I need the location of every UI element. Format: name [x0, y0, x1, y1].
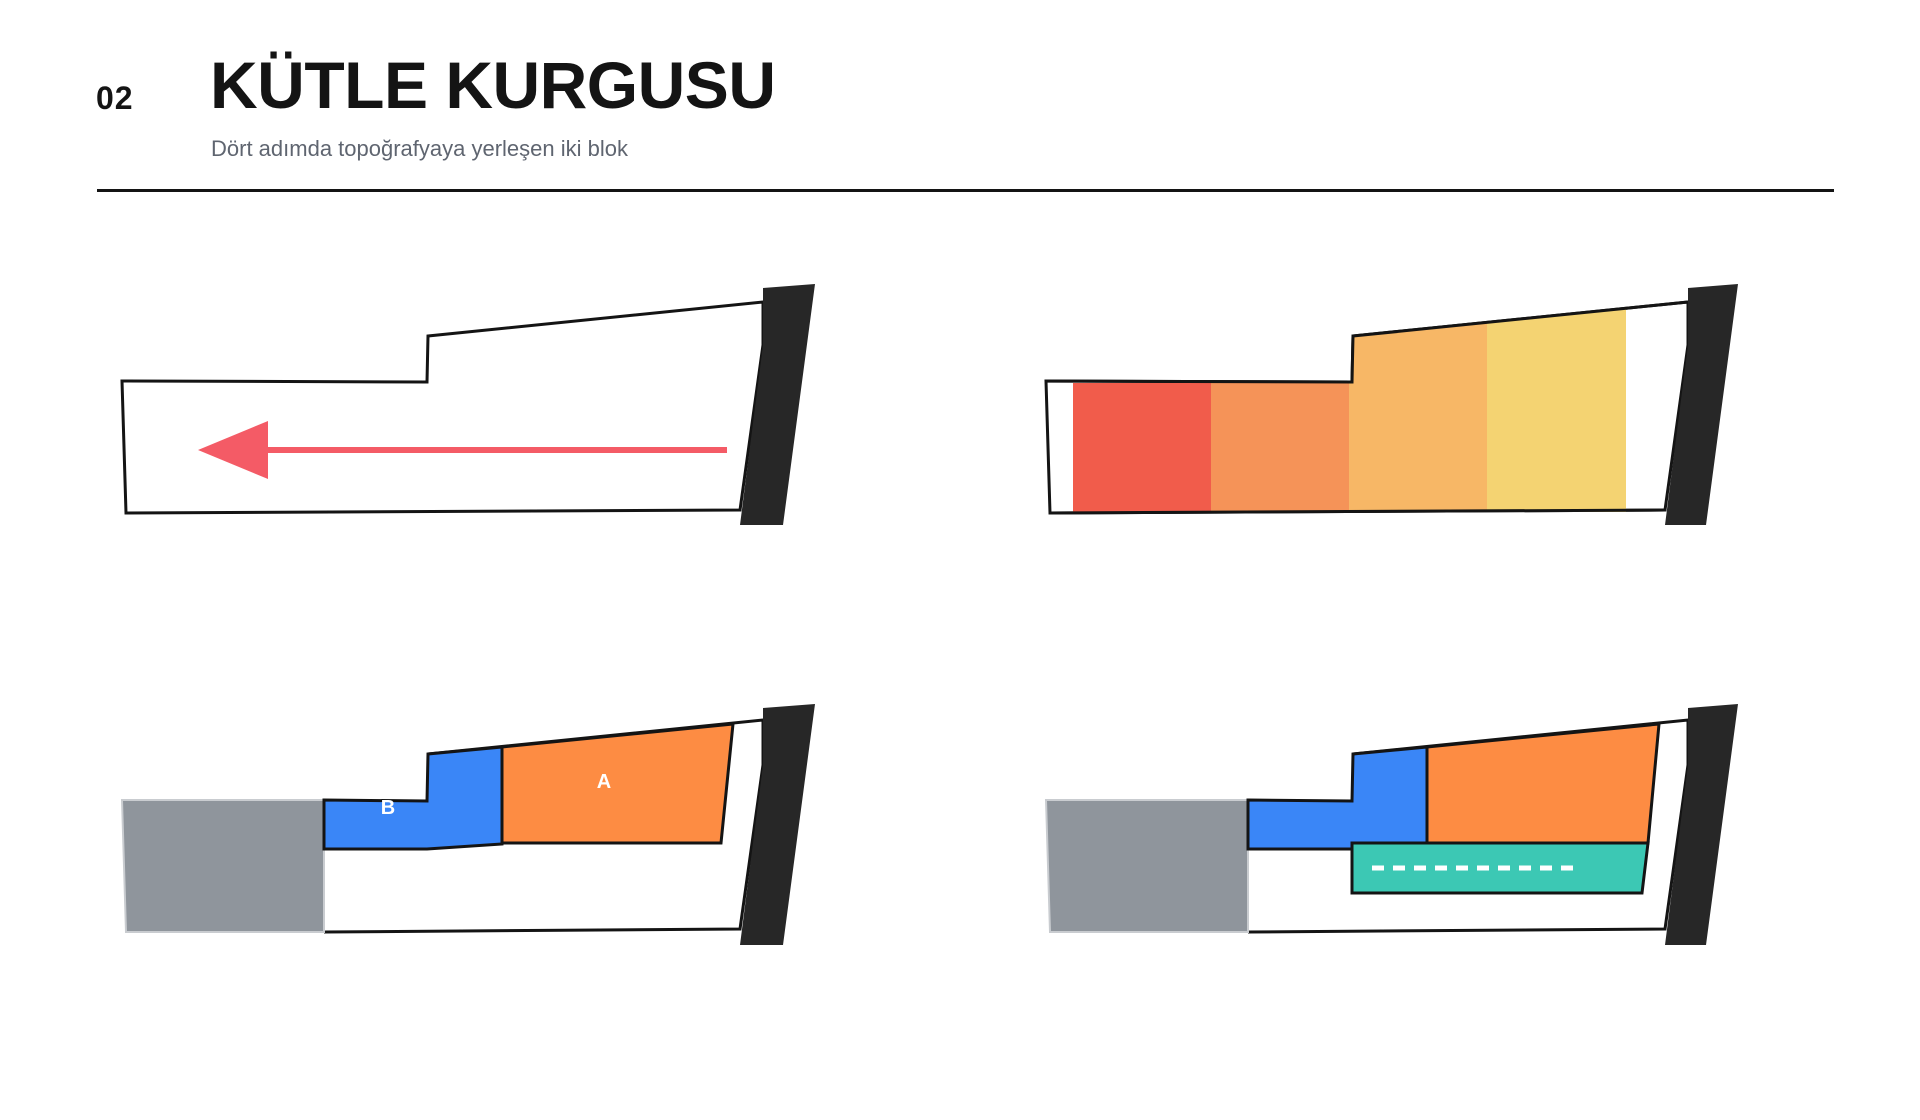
retaining-wall	[740, 284, 815, 525]
page-subtitle: Dört adımda topoğrafyaya yerleşen iki bl…	[211, 136, 628, 161]
terrace-3	[1349, 323, 1487, 512]
diagram-step-4	[1044, 704, 1738, 945]
terrace-2	[1211, 383, 1349, 512]
existing-structure	[1044, 799, 1249, 933]
retaining-wall	[740, 704, 815, 945]
block-b	[1246, 745, 1429, 851]
existing-structure	[120, 799, 325, 933]
section-number: 02	[96, 80, 134, 116]
diagram-step-1	[120, 284, 815, 525]
terrace-base	[1049, 508, 1666, 515]
terrace-4	[1487, 309, 1626, 512]
diagram-step-2	[1044, 284, 1738, 525]
site-outline-lower	[323, 764, 765, 934]
block-b	[322, 745, 504, 851]
terrace-edge	[1045, 300, 1689, 384]
header-divider	[97, 189, 1834, 192]
site-outline-lower	[1247, 764, 1690, 934]
page-title: KÜTLE KURGUSU	[210, 48, 776, 122]
block-b-label: B	[381, 797, 395, 819]
direction-arrow-head	[198, 421, 268, 479]
block-a-label: A	[597, 771, 611, 793]
retaining-wall	[1665, 284, 1738, 525]
terrace-1	[1073, 383, 1211, 512]
block-a	[500, 722, 735, 845]
site-outline	[120, 300, 765, 515]
diagram-step-3: B A	[120, 704, 815, 945]
retaining-wall	[1665, 704, 1738, 945]
